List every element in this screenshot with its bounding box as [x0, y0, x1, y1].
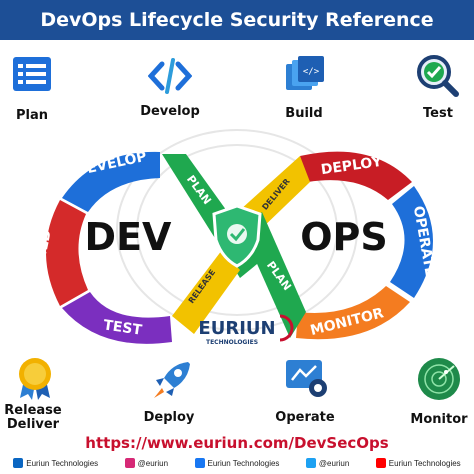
twitter-icon — [305, 458, 316, 468]
release-medal-icon — [14, 356, 62, 404]
test-segment-label: TEST — [102, 317, 143, 338]
footer-youtube-text: Euriun Technologies — [388, 458, 461, 468]
footer-linkedin-text: Euriun Technologies — [26, 458, 99, 468]
plan-label: Plan — [15, 108, 48, 123]
test-magnifier-check-icon — [414, 52, 462, 100]
develop-label: Develop — [140, 104, 200, 119]
euriun-logo: EURIUN TECHNOLOGIES — [198, 314, 294, 346]
instagram-icon — [124, 458, 135, 468]
deploy-segment — [300, 151, 412, 200]
operate-segment — [390, 186, 433, 298]
youtube-icon — [375, 458, 386, 468]
website-link[interactable]: https://www.euriun.com/DevSecOps — [85, 434, 389, 452]
security-shield-icon — [212, 204, 262, 268]
build-stack-icon: </> — [284, 54, 332, 102]
plan-list-icon — [12, 54, 60, 102]
footer-youtube[interactable]: Euriun Technologies — [375, 458, 461, 468]
footer-instagram-text: @euriun — [137, 458, 169, 468]
footer-linkedin[interactable]: Euriun Technologies — [13, 458, 98, 468]
operate-gear-icon — [284, 356, 332, 404]
devops-infinity-loop: DEVELOP BUILD TEST DEPLOY OPERATE MONITO… — [29, 129, 438, 346]
monitor-radar-icon — [416, 356, 464, 404]
footer-twitter-text: @euriun — [318, 458, 350, 468]
develop-segment — [62, 151, 160, 212]
deliver-label-line2: Deliver — [6, 417, 60, 432]
code-brackets-icon — [147, 56, 196, 104]
ops-word: OPS — [300, 215, 388, 259]
footer-facebook[interactable]: Euriun Technologies — [194, 458, 280, 468]
dev-word: DEV — [85, 215, 173, 259]
svg-text:TECHNOLOGIES: TECHNOLOGIES — [206, 339, 258, 346]
monitor-label: Monitor — [410, 412, 468, 427]
svg-text:</>: </> — [303, 67, 320, 77]
test-label: Test — [423, 106, 453, 121]
build-segment — [46, 200, 88, 306]
deploy-label: Deploy — [143, 410, 195, 425]
linkedin-icon — [13, 458, 24, 468]
svg-text:EURIUN: EURIUN — [198, 318, 275, 339]
social-footer: Euriun Technologies @euriun Euriun Techn… — [0, 452, 474, 474]
operate-label: Operate — [275, 410, 335, 425]
facebook-icon — [194, 458, 205, 468]
deploy-rocket-icon — [150, 358, 198, 406]
footer-twitter[interactable]: @euriun — [305, 458, 350, 468]
page-title: DevOps Lifecycle Security Reference — [0, 0, 474, 40]
release-deliver-label: Release Deliver — [0, 404, 66, 432]
footer-instagram[interactable]: @euriun — [124, 458, 169, 468]
release-label-line1: Release — [4, 403, 62, 418]
test-segment — [62, 292, 172, 344]
monitor-segment — [296, 286, 410, 340]
build-label: Build — [285, 106, 323, 121]
footer-facebook-text: Euriun Technologies — [207, 458, 280, 468]
release-segment — [172, 250, 240, 334]
